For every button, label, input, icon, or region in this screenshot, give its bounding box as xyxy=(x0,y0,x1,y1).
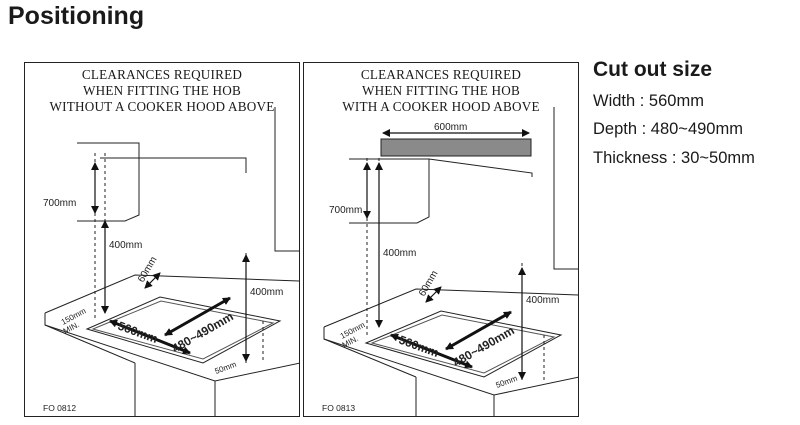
diagram-without-hood: 700mm 400mm 400mm 60mm 560mm 480~490mm 1… xyxy=(24,62,300,417)
figure-ref: FO 0812 xyxy=(43,403,76,413)
dim-400-right: 400mm xyxy=(526,295,559,306)
dim-50: 50mm xyxy=(214,360,238,376)
dim-400-left: 400mm xyxy=(109,240,142,251)
title-line-1: CLEARANCES REQUIRED xyxy=(360,67,522,82)
dim-400-right: 400mm xyxy=(250,287,283,298)
cut-out-title: Cut out size xyxy=(593,58,712,81)
dim-60: 60mm xyxy=(136,255,159,285)
dim-600: 600mm xyxy=(434,122,467,133)
dim-480-490: 480~490mm xyxy=(170,309,236,355)
diagram-without-hood-drawing: 700mm 400mm 400mm 60mm 560mm 480~490mm 1… xyxy=(43,107,299,416)
figure-ref: FO 0813 xyxy=(322,403,355,413)
cut-out-thickness: Thickness : 30~50mm xyxy=(593,149,755,167)
diagram-with-hood: 600mm 700mm 400mm 400mm 60mm 560mm 480~4… xyxy=(303,62,579,417)
title-line-1: CLEARANCES REQUIRED xyxy=(81,67,243,82)
cut-out-depth: Depth : 480~490mm xyxy=(593,120,743,138)
title-line-2: WHEN FITTING THE HOB xyxy=(362,83,520,98)
cooker-hood xyxy=(380,138,532,157)
page-heading: Positioning xyxy=(8,2,145,30)
dim-480-490: 480~490mm xyxy=(451,323,517,369)
diagram-title: CLEARANCES REQUIRED WHEN FITTING THE HOB… xyxy=(25,67,299,115)
dim-560: 560mm xyxy=(116,319,160,346)
title-line-2: WHEN FITTING THE HOB xyxy=(83,83,241,98)
dim-400-left: 400mm xyxy=(383,248,416,259)
diagram-with-hood-drawing: 600mm 700mm 400mm 400mm 60mm 560mm 480~4… xyxy=(322,107,578,416)
title-line-3: WITHOUT A COOKER HOOD ABOVE xyxy=(49,99,275,114)
dim-700: 700mm xyxy=(43,198,76,209)
dim-60: 60mm xyxy=(417,269,440,299)
dim-700: 700mm xyxy=(329,205,362,216)
cut-out-width: Width : 560mm xyxy=(593,92,704,110)
diagram-title: CLEARANCES REQUIRED WHEN FITTING THE HOB… xyxy=(304,67,578,115)
dim-50: 50mm xyxy=(495,374,519,390)
title-line-3: WITH A COOKER HOOD ABOVE xyxy=(342,99,540,114)
